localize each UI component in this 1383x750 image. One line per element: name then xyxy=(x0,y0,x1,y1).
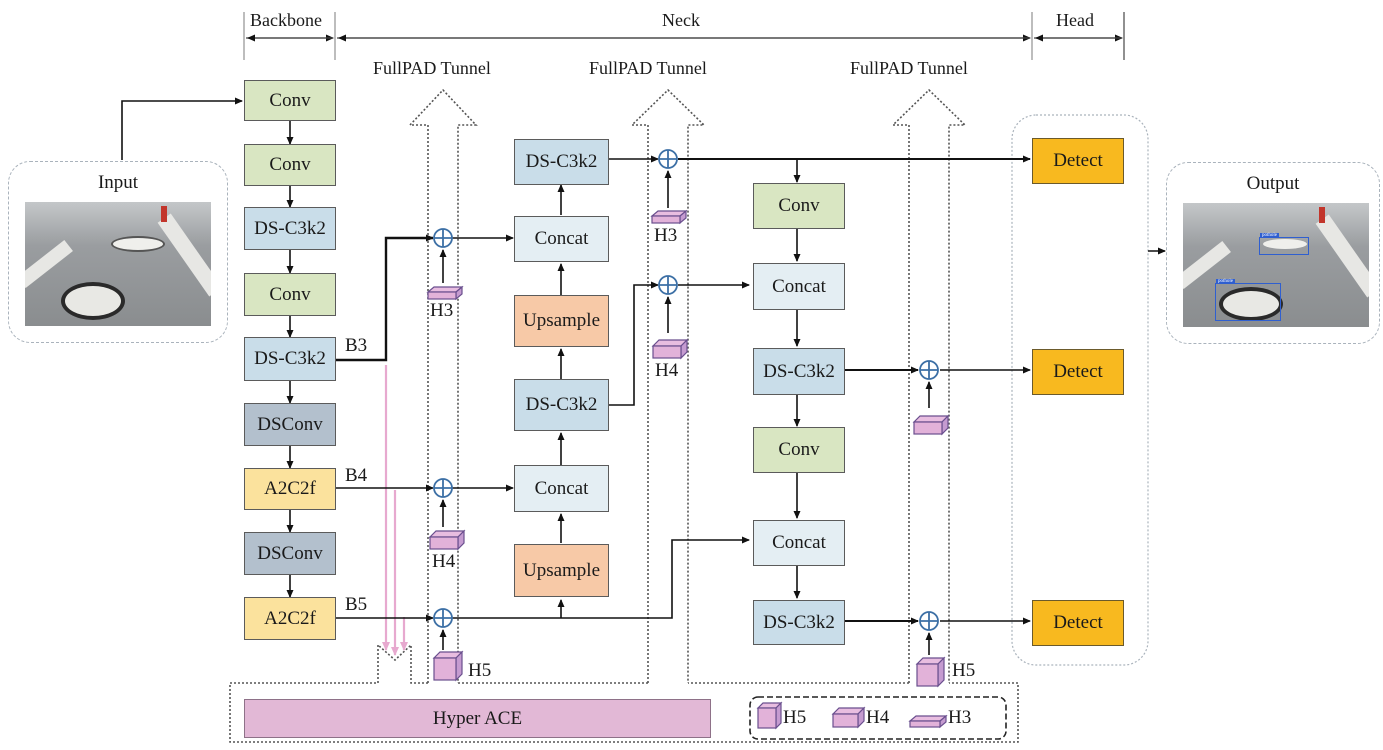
cube-h4-icon xyxy=(428,529,466,551)
output-panel: Output pothole pothole xyxy=(1166,162,1380,344)
cube-h5-icon xyxy=(915,656,946,688)
legend-label-h4: H4 xyxy=(866,707,890,728)
section-dimension-lines xyxy=(243,12,1125,60)
fullpad-tunnel-1-outline xyxy=(408,88,478,683)
hyper-ace-region-outline xyxy=(229,645,1019,743)
plus-node-t3-mid xyxy=(919,360,939,380)
hyper-label-t2-h4: H4 xyxy=(655,360,679,381)
neck-col2-block-1: Conv xyxy=(753,183,845,229)
hyper-label-t1-h5: H5 xyxy=(468,660,492,681)
neck-col1-block-3: Upsample xyxy=(514,295,609,347)
tap-label-b5: B5 xyxy=(345,594,368,615)
head-detect-1: Detect xyxy=(1032,138,1124,184)
section-label-neck: Neck xyxy=(662,10,700,30)
input-road-image xyxy=(25,202,211,326)
legend-label-h3: H3 xyxy=(948,707,972,728)
plus-node-t1-b5 xyxy=(433,608,453,628)
head-detect-2: Detect xyxy=(1032,349,1124,395)
plus-node-t2-top xyxy=(658,149,678,169)
plus-node-t1-b4 xyxy=(433,478,453,498)
neck-col1-block-2: Concat xyxy=(514,216,609,262)
output-road-image: pothole pothole xyxy=(1183,203,1369,327)
hyper-label-t1-h3: H3 xyxy=(430,300,454,321)
output-title: Output xyxy=(1246,173,1300,194)
backbone-block-2: Conv xyxy=(244,144,336,186)
neck-col2-block-4: Conv xyxy=(753,427,845,473)
hyper-label-t3-h5: H5 xyxy=(952,660,976,681)
legend-cube-h3-icon xyxy=(908,714,948,729)
neck-col2-block-5: Concat xyxy=(753,520,845,566)
neck-col2-block-3: DS-C3k2 xyxy=(753,348,845,395)
backbone-block-5: DS-C3k2 xyxy=(244,337,336,381)
neck-col1-block-4: DS-C3k2 xyxy=(514,379,609,431)
section-label-backbone: Backbone xyxy=(250,10,322,30)
neck-col1-block-1: DS-C3k2 xyxy=(514,139,609,185)
detection-box-2: pothole xyxy=(1215,279,1281,321)
legend-label-h5: H5 xyxy=(783,707,807,728)
cube-h3-icon xyxy=(426,285,464,301)
pink-feed-arrows xyxy=(382,365,408,656)
tunnel-label-2: FullPAD Tunnel xyxy=(589,58,707,78)
legend-cube-h5-icon xyxy=(756,701,783,730)
fullpad-tunnel-3-outline xyxy=(891,88,967,683)
plus-nodes xyxy=(433,149,939,631)
head-region-outline xyxy=(1011,114,1149,666)
neck-col2-block-6: DS-C3k2 xyxy=(753,600,845,645)
detection-box-1: pothole xyxy=(1259,233,1309,255)
cube-h3-icon xyxy=(650,209,688,225)
hyper-cubes xyxy=(426,209,950,730)
plus-node-t3-bot xyxy=(919,611,939,631)
hyper-label-t2-h3: H3 xyxy=(654,225,678,246)
tunnel-label-1: FullPAD Tunnel xyxy=(373,58,491,78)
section-label-head: Head xyxy=(1056,10,1094,30)
legend-cube-h4-icon xyxy=(831,706,866,729)
backbone-block-3: DS-C3k2 xyxy=(244,207,336,250)
backbone-block-6: DSConv xyxy=(244,403,336,446)
hyper-ace-block: Hyper ACE xyxy=(244,699,711,738)
tap-label-b3: B3 xyxy=(345,335,368,356)
fullpad-tunnel-2-outline xyxy=(630,88,706,683)
backbone-block-9: A2C2f xyxy=(244,597,336,640)
cube-h4-icon xyxy=(912,414,950,436)
neck-col1-block-6: Upsample xyxy=(514,544,609,597)
hyper-label-t1-h4: H4 xyxy=(432,551,456,572)
cube-h4-icon xyxy=(651,338,689,360)
input-title: Input xyxy=(97,172,139,193)
neck-col1-block-5: Concat xyxy=(514,465,609,512)
backbone-block-8: DSConv xyxy=(244,532,336,575)
backbone-block-7: A2C2f xyxy=(244,468,336,510)
input-panel: Input xyxy=(8,161,228,343)
cube-h5-icon xyxy=(432,650,464,682)
black-wires xyxy=(121,97,1166,655)
backbone-block-4: Conv xyxy=(244,273,336,316)
head-detect-3: Detect xyxy=(1032,600,1124,646)
backbone-block-1: Conv xyxy=(244,80,336,121)
plus-node-t1-b3 xyxy=(433,228,453,248)
tap-label-b4: B4 xyxy=(345,465,368,486)
legend-box-outline xyxy=(749,696,1007,740)
tunnel-label-3: FullPAD Tunnel xyxy=(850,58,968,78)
plus-node-t2-mid xyxy=(658,275,678,295)
neck-col2-block-2: Concat xyxy=(753,263,845,310)
fullpad-tunnels xyxy=(229,88,1019,743)
